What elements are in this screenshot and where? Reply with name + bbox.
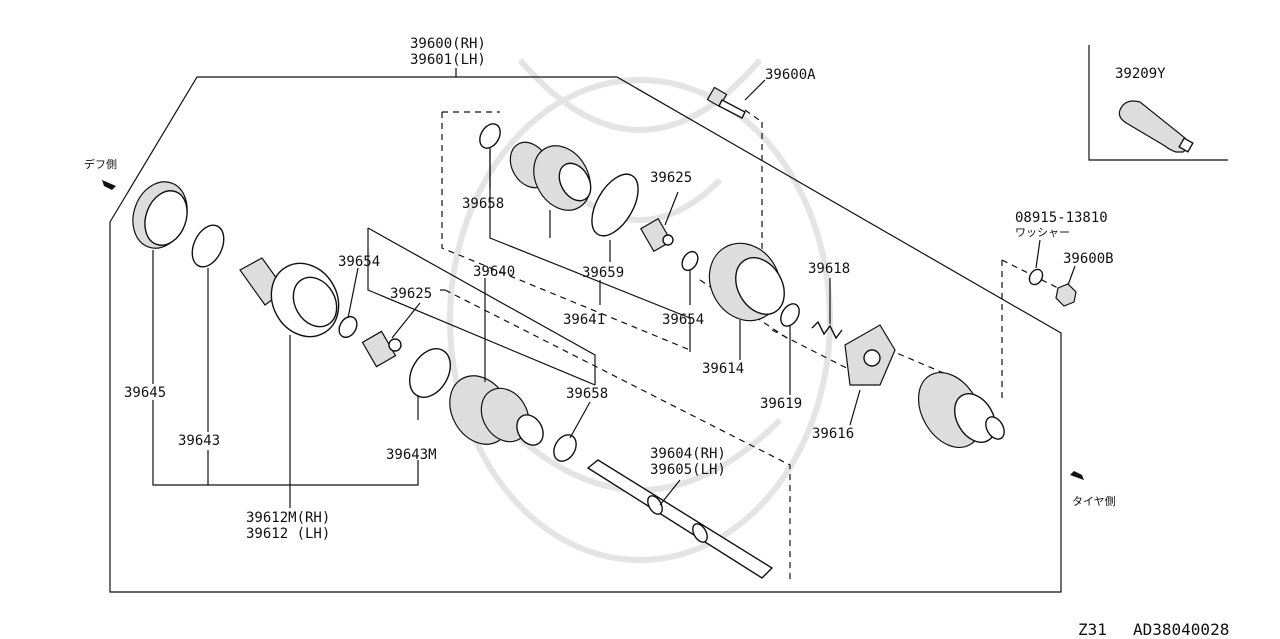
part-39641-boot — [509, 141, 592, 211]
part-39619 — [780, 303, 800, 327]
label-39600B: 39600B — [1063, 251, 1114, 267]
diff-side-arrow-icon — [102, 180, 116, 190]
part-39600A-bolt — [706, 86, 746, 119]
part-08915-washer — [1028, 268, 1044, 286]
part-39658-upper — [479, 123, 501, 149]
label-39619: 39619 — [760, 396, 802, 412]
label-39601: 39601(LH) — [410, 52, 486, 68]
label-39645: 39645 — [124, 385, 166, 401]
label-39600A: 39600A — [765, 67, 816, 83]
part-39604-shaft — [586, 459, 774, 579]
label-39604: 39604(RH) — [650, 446, 726, 462]
inset-box-39209Y — [1088, 45, 1228, 161]
label-39658-lower: 39658 — [566, 386, 608, 402]
part-39643 — [191, 224, 225, 268]
label-08915-13810: 08915-13810 — [1015, 210, 1108, 226]
lower-group-lines — [367, 227, 791, 580]
part-39625-upper — [640, 217, 674, 253]
label-39654-lower: 39654 — [338, 254, 380, 270]
main-assembly-outline — [109, 76, 1062, 593]
label-tire-side: タイヤ側 — [1072, 495, 1116, 508]
leader-lines — [152, 68, 1076, 508]
label-39614: 39614 — [702, 361, 744, 377]
label-39616: 39616 — [812, 426, 854, 442]
label-39643: 39643 — [178, 433, 220, 449]
label-washer: ワッシャー — [1015, 226, 1070, 239]
part-39625-lower — [361, 330, 402, 368]
part-39643M — [409, 348, 451, 398]
label-diff-side: デフ側 — [84, 157, 117, 171]
label-39641: 39641 — [563, 312, 605, 328]
part-39614-housing — [708, 242, 785, 322]
part-hub-flange — [917, 372, 1005, 448]
tire-side-arrow-icon — [1070, 471, 1084, 480]
part-39612 — [239, 257, 340, 338]
label-39640: 39640 — [473, 264, 515, 280]
label-39618: 39618 — [808, 261, 850, 277]
label-39600: 39600(RH) — [410, 36, 486, 52]
part-39640-boot — [449, 375, 544, 446]
label-39605: 39605(LH) — [650, 462, 726, 478]
part-39616-plate — [844, 324, 896, 386]
footer-code: AD38040028 — [1133, 620, 1229, 639]
footer-model: Z31 — [1078, 620, 1107, 639]
part-39600B-nut — [1055, 283, 1077, 307]
label-39612M: 39612M(RH) — [246, 510, 330, 526]
part-39659 — [591, 173, 639, 237]
part-39618-spring — [811, 320, 843, 340]
label-39658-upper: 39658 — [462, 196, 504, 212]
label-39643M: 39643M — [386, 447, 437, 463]
label-39625-lower: 39625 — [390, 286, 432, 302]
label-39625-upper: 39625 — [650, 170, 692, 186]
part-39654-lower — [338, 315, 358, 339]
label-39612: 39612 (LH) — [246, 526, 330, 542]
part-39658-lower — [553, 434, 577, 462]
label-39659: 39659 — [582, 265, 624, 281]
part-39654-upper — [681, 250, 699, 272]
label-39209Y: 39209Y — [1115, 66, 1166, 82]
label-39654-upper: 39654 — [662, 312, 704, 328]
part-39645 — [132, 181, 188, 249]
